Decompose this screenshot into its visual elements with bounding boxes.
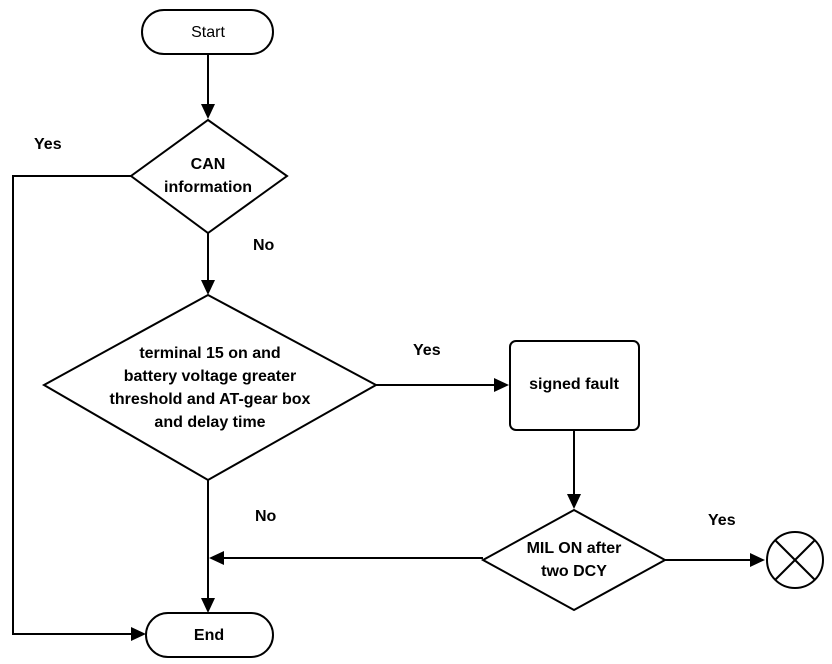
label-condition-yes: Yes bbox=[413, 342, 441, 359]
can-line-2: information bbox=[164, 179, 252, 196]
condition-line-2: battery voltage greater bbox=[124, 368, 297, 385]
condition-line-4: and delay time bbox=[154, 414, 265, 431]
arrowhead-mil-yes bbox=[750, 553, 765, 567]
arrowhead-start-to-can bbox=[201, 104, 215, 119]
edge-can-yes bbox=[12, 175, 134, 635]
mil-line-1: MIL ON after bbox=[527, 540, 622, 557]
arrowhead-fault-to-mil bbox=[567, 494, 581, 509]
arrowhead-can-no bbox=[201, 280, 215, 295]
start-label: Start bbox=[191, 24, 225, 41]
arrowhead-condition-no bbox=[201, 598, 215, 613]
signed-fault-box: signed fault bbox=[509, 340, 640, 431]
arrowhead-mil-no bbox=[209, 551, 224, 565]
edge-labels: Yes No Yes No Yes bbox=[34, 136, 736, 529]
arrowhead-condition-yes bbox=[494, 378, 509, 392]
label-mil-yes: Yes bbox=[708, 512, 736, 529]
arrowhead-can-yes bbox=[131, 627, 146, 641]
label-can-yes: Yes bbox=[34, 136, 62, 153]
connectors bbox=[12, 54, 765, 641]
mil-line-2: two DCY bbox=[541, 563, 607, 580]
end-node: End bbox=[145, 612, 274, 658]
condition-line-3: threshold and AT-gear box bbox=[110, 391, 311, 408]
condition-decision: terminal 15 on and battery voltage great… bbox=[41, 293, 379, 482]
end-label: End bbox=[194, 627, 224, 644]
can-line-1: CAN bbox=[191, 156, 226, 173]
start-node: Start bbox=[141, 9, 274, 55]
label-can-no: No bbox=[253, 237, 275, 254]
condition-line-1: terminal 15 on and bbox=[139, 345, 280, 362]
lamp-off-icon bbox=[766, 531, 824, 589]
mil-decision: MIL ON after two DCY bbox=[480, 508, 668, 612]
label-condition-no: No bbox=[255, 508, 277, 525]
signed-fault-label: signed fault bbox=[529, 376, 619, 393]
can-decision: CAN information bbox=[129, 118, 289, 235]
